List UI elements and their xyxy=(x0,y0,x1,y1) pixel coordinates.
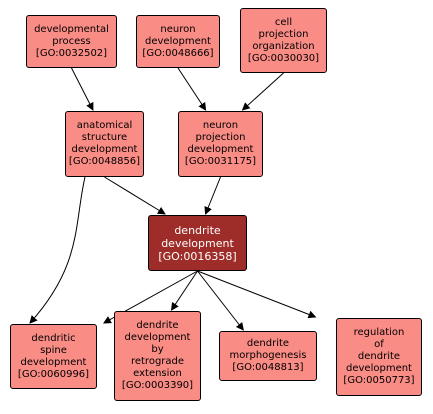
node-go-id: [GO:0031175] xyxy=(184,156,257,167)
node-dendrite-development[interactable]: dendrite development [GO:0016358] xyxy=(148,215,247,271)
edge-dendrite-development-to-dendrite-morphogenesis xyxy=(197,270,244,331)
node-go-id: [GO:0048856] xyxy=(68,156,141,167)
node-neuron-development[interactable]: neuron development [GO:0048666] xyxy=(136,15,220,68)
node-label-line: regulation xyxy=(353,327,405,338)
node-label-line: neuron xyxy=(202,120,239,131)
node-label-line: development xyxy=(161,236,234,250)
node-label-line: anatomical xyxy=(76,120,133,131)
node-go-id: [GO:0016358] xyxy=(158,249,237,263)
node-go-id: [GO:0050773] xyxy=(343,375,415,386)
node-label-line: dendritic xyxy=(31,332,76,344)
node-label-line: dendrite xyxy=(136,320,179,331)
edge-anatomical-structure-development-to-dendrite-development xyxy=(104,176,166,215)
node-label-line: development xyxy=(145,35,211,47)
node-label-line: structure xyxy=(81,132,128,143)
edge-developmental-process-to-anatomical-structure-development xyxy=(71,67,94,111)
node-label-line: spine xyxy=(40,344,67,356)
edge-cell-projection-organization-to-neuron-projection-development xyxy=(241,72,284,111)
node-go-id: [GO:0048666] xyxy=(142,47,214,59)
node-label-line: development xyxy=(20,356,87,368)
node-anatomical-structure-development[interactable]: anatomical structure development [GO:004… xyxy=(65,111,144,177)
edge-neuron-projection-development-to-dendrite-development xyxy=(204,176,221,215)
node-dendritic-spine-development[interactable]: dendritic spine development [GO:0060996] xyxy=(10,324,97,389)
node-label-line: retrograde xyxy=(130,356,185,367)
edge-anatomical-structure-development-to-dendritic-spine-development xyxy=(29,176,86,324)
node-label-line: dendrite xyxy=(357,351,401,362)
node-label-line: dendrite xyxy=(174,223,221,237)
node-dendrite-development-by-retrograde-extension[interactable]: dendrite development by retrograde exten… xyxy=(114,311,201,401)
node-label-line: extension xyxy=(133,368,182,379)
node-label-line: development xyxy=(124,332,191,343)
node-label-line: development xyxy=(346,363,412,374)
node-dendrite-morphogenesis[interactable]: dendrite morphogenesis [GO:0048813] xyxy=(219,331,317,381)
node-neuron-projection-development[interactable]: neuron projection development [GO:003117… xyxy=(178,111,263,177)
edge-dendrite-development-to-dendrite-development-by-retrograde-extension xyxy=(170,270,198,311)
node-developmental-process[interactable]: developmental process [GO:0032502] xyxy=(26,15,117,68)
node-label-line: cell xyxy=(274,16,293,28)
node-label-line: dendrite xyxy=(246,338,290,349)
edge-dendrite-development-to-regulation-of-dendrite-development xyxy=(197,270,317,319)
node-label-line: organization xyxy=(252,40,315,52)
node-label-line: morphogenesis xyxy=(229,350,307,361)
node-go-id: [GO:0048813] xyxy=(232,362,304,373)
node-label-line: process xyxy=(52,35,91,47)
node-label-line: development xyxy=(187,144,254,155)
node-go-id: [GO:0060996] xyxy=(17,368,90,380)
node-label-line: projection xyxy=(195,132,246,143)
node-label-line: developmental xyxy=(34,23,109,35)
node-regulation-of-dendrite-development[interactable]: regulation of dendrite development [GO:0… xyxy=(336,318,422,396)
node-cell-projection-organization[interactable]: cell projection organization [GO:0030030… xyxy=(240,8,327,73)
edge-neuron-development-to-neuron-projection-development xyxy=(177,67,207,111)
edge-layer xyxy=(29,67,317,331)
node-label-line: projection xyxy=(258,28,309,40)
node-go-id: [GO:0032502] xyxy=(35,47,108,59)
node-label-line: by xyxy=(151,344,164,355)
node-label-line: of xyxy=(374,339,384,350)
node-go-id: [GO:0030030] xyxy=(247,52,320,64)
node-label-line: development xyxy=(71,144,138,155)
node-label-line: neuron xyxy=(160,23,196,35)
node-go-id: [GO:0003390] xyxy=(121,380,194,391)
